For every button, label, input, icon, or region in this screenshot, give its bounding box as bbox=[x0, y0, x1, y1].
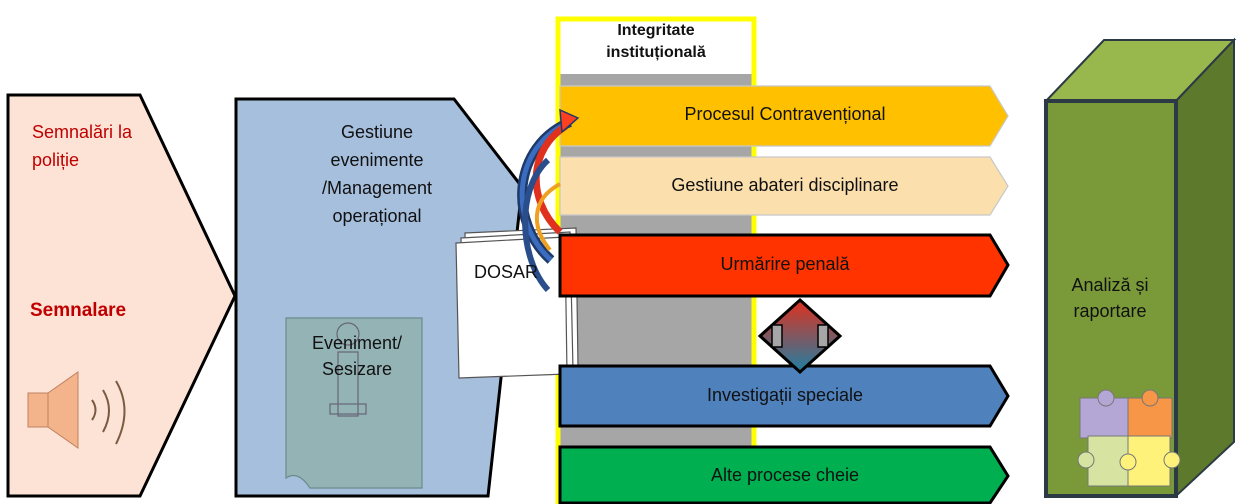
process-arrow-other bbox=[558, 445, 1010, 504]
event-document-label: Eveniment/ Sesizare bbox=[311, 333, 403, 379]
speaker-icon bbox=[27, 371, 126, 449]
case-file-stack-icon bbox=[455, 227, 579, 379]
signal-main-label: Semnalare bbox=[30, 300, 127, 321]
signal-top-text: Semnalări la poliție bbox=[32, 122, 133, 170]
integrity-header bbox=[558, 19, 754, 74]
process-arrow-criminal bbox=[558, 233, 1010, 298]
event-document-icon bbox=[285, 317, 423, 489]
analysis-box-side bbox=[1175, 37, 1235, 499]
process-arrow-special-investigations bbox=[558, 364, 1010, 428]
process-label-criminal: Urmărire penală bbox=[720, 254, 850, 274]
curved-flow-arrows bbox=[517, 108, 580, 293]
case-file-label: DOSAR bbox=[474, 262, 539, 282]
analysis-label: Analiză și raportare bbox=[1071, 275, 1149, 321]
bidirectional-connector-icon bbox=[757, 297, 843, 375]
integrity-title: Integritate instituțională bbox=[606, 22, 706, 61]
event-management-title: Gestiune evenimente /Management operațio… bbox=[321, 122, 433, 226]
process-label-disciplinary: Gestiune abateri disciplinare bbox=[671, 175, 899, 195]
process-arrow-disciplinary bbox=[559, 156, 1009, 216]
puzzle-icon bbox=[1077, 389, 1181, 487]
process-label-special-investigations: Investigații speciale bbox=[706, 385, 864, 405]
process-label-contraventional: Procesul Contravențional bbox=[684, 104, 886, 124]
process-arrow-contraventional bbox=[559, 85, 1009, 147]
process-label-other: Alte procese cheie bbox=[710, 465, 860, 485]
